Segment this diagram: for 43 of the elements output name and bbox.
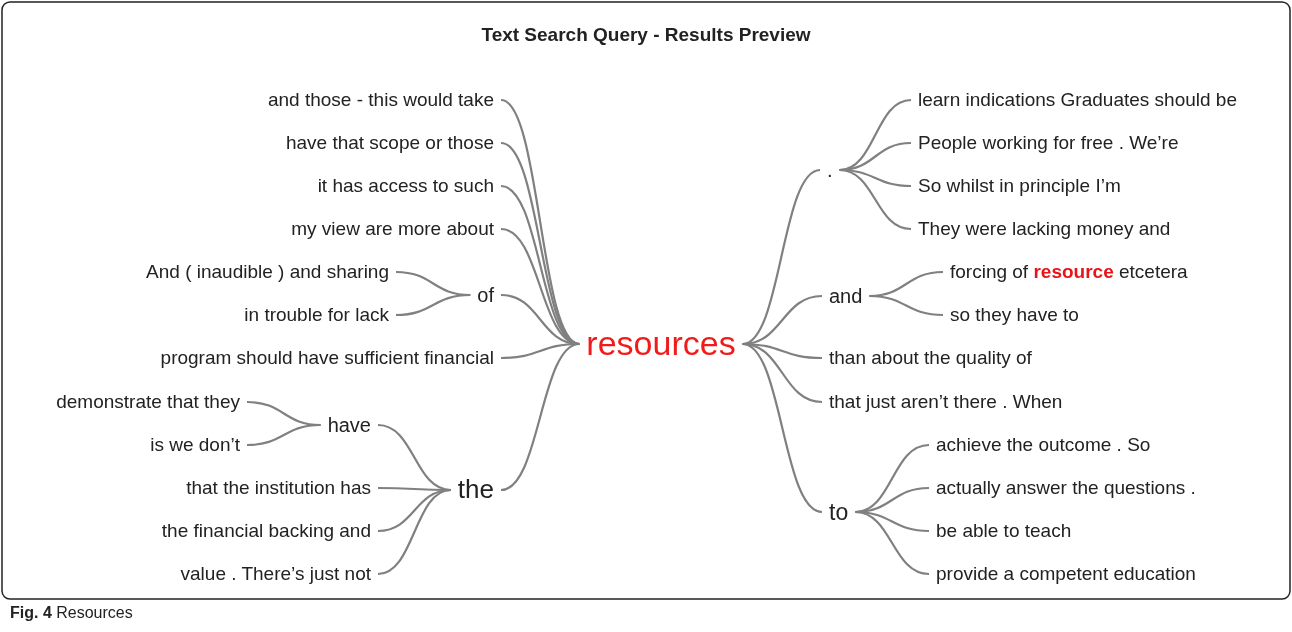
tree-branch xyxy=(395,293,471,317)
phrase: forcing of resource etcetera xyxy=(949,261,1189,283)
tree-branch xyxy=(246,423,321,447)
phrase: have that scope or those xyxy=(284,132,495,154)
root-word: resources xyxy=(585,324,737,364)
phrase: in trouble for lack xyxy=(243,304,390,326)
tree-branch xyxy=(742,342,823,514)
tree-branch xyxy=(839,168,912,231)
tree-branch xyxy=(869,294,944,317)
phrase: it has access to such xyxy=(316,175,495,197)
phrase: So whilst in principle I’m xyxy=(917,175,1122,197)
phrase: provide a competent education xyxy=(935,563,1197,585)
phrase: . xyxy=(826,158,834,182)
phrase: that the institution has xyxy=(185,477,372,499)
tree-branch xyxy=(855,510,930,576)
phrase: value . There’s just not xyxy=(179,563,372,585)
phrase: and those - this would take xyxy=(266,89,495,111)
phrase: my view are more about xyxy=(290,218,495,240)
title: Text Search Query - Results Preview xyxy=(481,24,811,46)
phrase: learn indications Graduates should be xyxy=(917,89,1238,111)
tree-branch xyxy=(500,342,580,492)
phrase: to xyxy=(828,498,850,526)
phrase: achieve the outcome . So xyxy=(935,434,1152,456)
phrase: that just aren’t there . When xyxy=(828,391,1064,413)
tree-branch xyxy=(500,142,580,345)
phrase: so they have to xyxy=(949,304,1080,326)
phrase: of xyxy=(476,283,495,307)
phrase: have xyxy=(326,413,372,437)
phrase: than about the quality of xyxy=(828,347,1033,369)
tree-branch xyxy=(855,443,930,514)
phrase: the financial backing and xyxy=(160,520,372,542)
phrase: demonstrate that they xyxy=(55,391,241,413)
phrase: be able to teach xyxy=(935,520,1073,542)
phrase: and xyxy=(828,284,864,308)
phrase: program should have sufficient financial xyxy=(159,347,495,369)
phrase: the xyxy=(456,475,495,505)
phrase: They were lacking money and xyxy=(917,218,1172,240)
phrase: And ( inaudible ) and sharing xyxy=(145,261,390,283)
phrase: People working for free . We’re xyxy=(917,132,1180,154)
phrase: is we don’t xyxy=(149,434,241,456)
phrase: actually answer the questions . xyxy=(935,477,1197,499)
figure-caption: Fig. 4 Resources xyxy=(10,604,133,622)
tree-branch xyxy=(377,488,452,576)
